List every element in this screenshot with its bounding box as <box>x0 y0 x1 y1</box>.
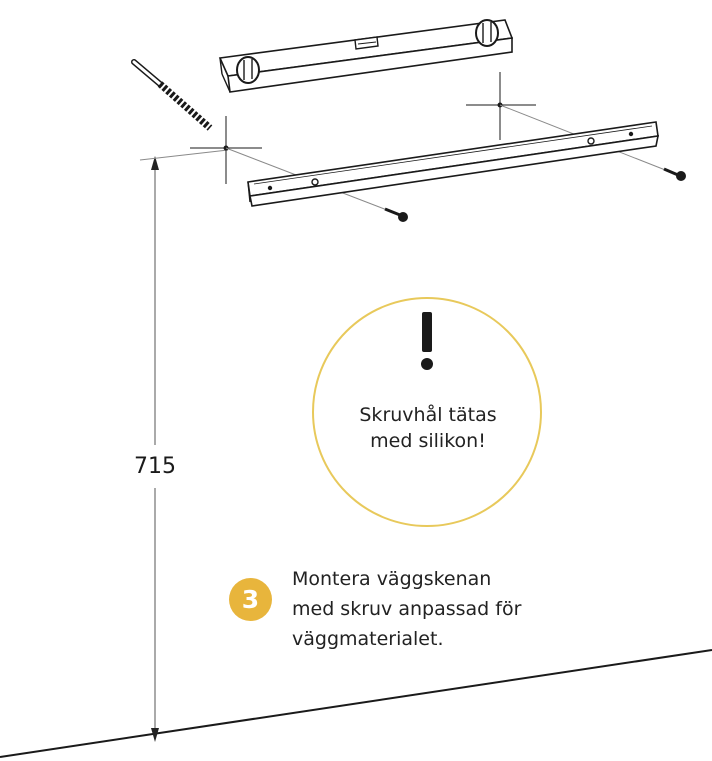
level-vial-right <box>475 19 499 47</box>
instruction-line-1: Montera väggskenan <box>292 568 492 590</box>
height-dimension <box>139 149 229 742</box>
arrow-up-icon <box>151 156 159 170</box>
note-ring <box>312 297 542 527</box>
rail-hole <box>311 178 319 186</box>
screw-right <box>663 167 686 181</box>
arrow-down-icon <box>151 728 159 742</box>
note-line-1: Skruvhål tätas <box>359 404 497 426</box>
spirit-level <box>218 19 514 93</box>
note-line-2: med silikon! <box>370 430 486 452</box>
level-vial-left <box>236 56 260 84</box>
rail-hole <box>267 185 273 191</box>
instruction-line-2: med skruv anpassad för <box>292 598 522 620</box>
height-dimension-label: 715 <box>126 454 184 480</box>
instruction-line-3: väggmaterialet. <box>292 628 444 650</box>
rail-hole <box>587 137 595 145</box>
screw-left <box>384 207 408 222</box>
rail-hole <box>628 131 634 137</box>
exclamation-icon <box>421 312 433 370</box>
step-number-badge: 3 <box>229 578 272 621</box>
wall-rail <box>247 121 660 207</box>
floor-line <box>0 649 712 758</box>
drill-bit <box>131 59 213 131</box>
